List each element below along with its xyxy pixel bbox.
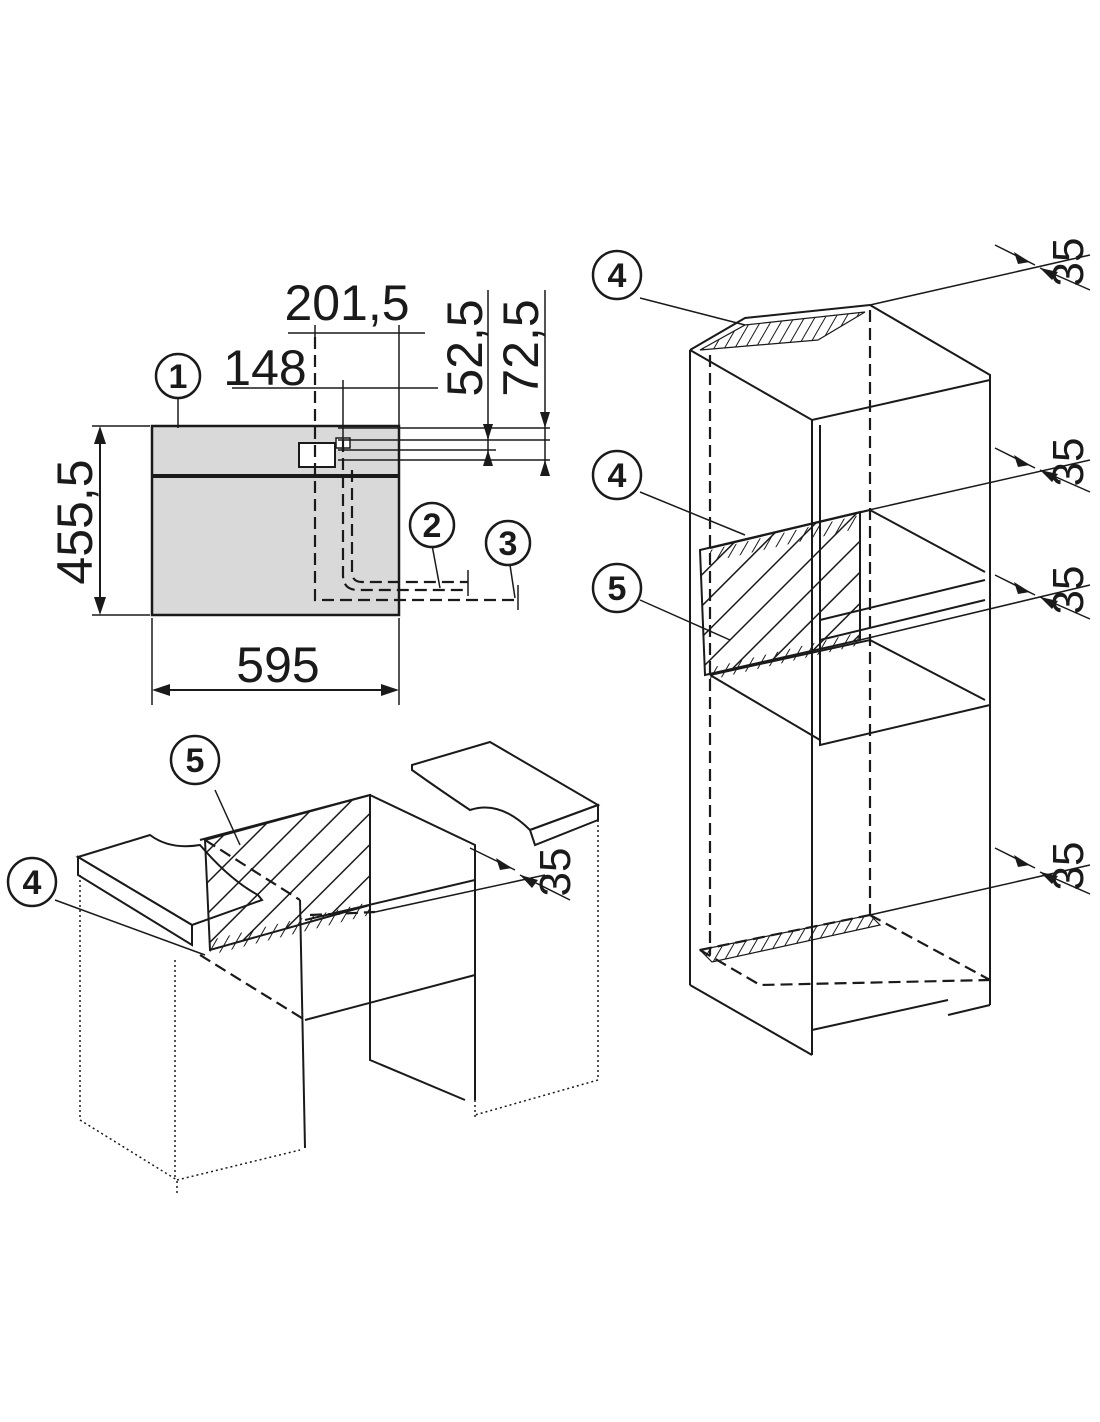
width-dimension: 595 [151,618,400,705]
dim-vertical-offsets: 52,5 72,5 [338,290,550,476]
callout-5-base-label: 5 [186,742,205,780]
callout-1-circle [154,352,202,400]
dim-148: 148 [223,340,438,440]
callout-4-base-label: 4 [23,864,42,902]
gap-35-lower-mid-label: 35 [1044,566,1093,615]
gap-35-base-label: 35 [531,848,580,897]
callout-4-base-circle [6,856,58,908]
dim-52-5-label: 52,5 [437,299,493,396]
dim-72-5-label: 72,5 [493,299,549,396]
callout-4-tall-top-label: 4 [608,257,627,295]
appliance-body [150,424,401,617]
callout-4-tall-mid-circle [591,449,643,501]
gap-35-top: 35 [869,238,1093,306]
callout-2-circle [408,501,456,549]
callout-5-base-circle [169,734,221,786]
gap-35-upper-mid-label: 35 [1044,438,1093,487]
callout-4-tall-top-circle [591,249,643,301]
appliance-front-view [150,337,519,617]
gap-35-bottom: 35 [869,842,1093,916]
callout-3-label: 3 [499,525,518,563]
callout-1-label: 1 [169,358,188,396]
dim-455-5-label: 455,5 [47,459,103,584]
dim-201-5-label: 201,5 [284,275,409,331]
gap-35-bottom-label: 35 [1044,842,1093,891]
gap-35-lower-mid: 35 [859,566,1093,641]
callout-5-tall-circle [591,562,643,614]
dim-595-label: 595 [236,637,319,693]
base-unit-cabinet: 35 [75,740,601,1195]
dim-148-label: 148 [223,340,306,396]
height-dimension: 455,5 [47,425,150,616]
callout-5-tall-label: 5 [608,570,627,608]
gap-35-upper-mid: 35 [859,438,1093,513]
callout-3-circle [484,519,532,567]
connection-box [298,442,336,468]
gap-35-top-label: 35 [1044,238,1093,287]
callout-4-tall-mid-label: 4 [608,457,627,495]
tall-cabinet [689,304,991,1056]
dim-201-5: 201,5 [284,275,425,430]
callout-2-label: 2 [423,507,442,545]
